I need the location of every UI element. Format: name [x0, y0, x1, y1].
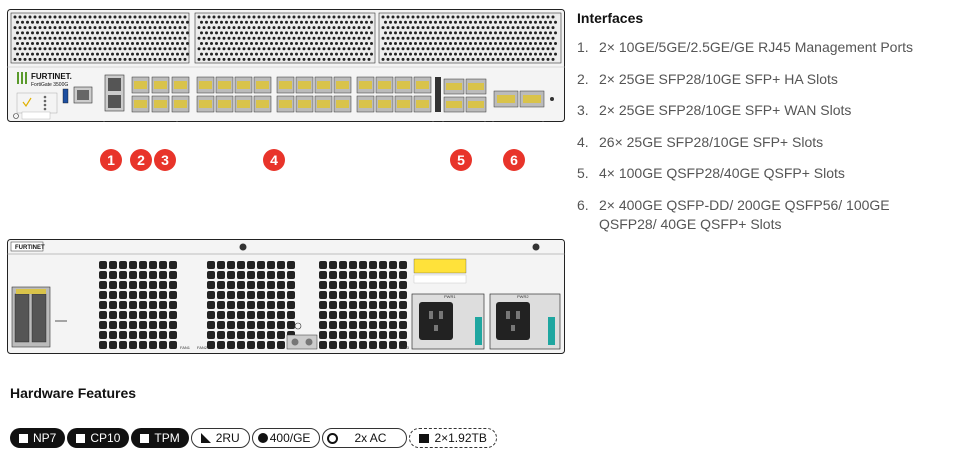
feature-pill-cp10: CP10 [67, 428, 130, 448]
feature-pill-np7: NP7 [10, 428, 66, 448]
psu-1: PWR1 [411, 293, 485, 350]
back-panel-image: FURTINET FAN1 FAN2 FAN3 PWR1 [7, 239, 565, 354]
rack-unit-triangle-icon [200, 433, 211, 443]
interfaces-heading: Interfaces [577, 10, 644, 26]
fan2-label: FAN2 [197, 345, 208, 350]
fan1-label: FAN1 [180, 345, 191, 350]
front-brand-text: FURTINET. [31, 72, 72, 81]
feature-pill-tpm: TPM [131, 428, 189, 448]
interface-item: 4.26× 25GE SFP28/10GE SFP+ Slots [577, 133, 824, 150]
psu-2: PWR2 [489, 293, 561, 350]
interface-item: 6.2× 400GE QSFP-DD/ 200GE QSFP56/ 100GE … [577, 196, 890, 232]
back-brand-text: FURTINET [15, 245, 45, 251]
callout-3: 3 [154, 149, 176, 171]
power-ring-icon [327, 432, 339, 444]
interface-item: 5.4× 100GE QSFP28/40GE QSFP+ Slots [577, 165, 845, 181]
fortinet-logo: FURTINET. FortiGate 3500G [17, 72, 72, 88]
feature-pill-storage: 2×1.92TB [409, 428, 497, 448]
front-panel-image: FURTINET. FortiGate 3500G [7, 9, 565, 122]
callout-4: 4 [263, 149, 285, 171]
hardware-features-pills: NP7 CP10 TPM 2RU 400/GE 2x AC 2×1.92TB [10, 428, 497, 448]
interfaces-list: 1.2× 10GE/5GE/2.5GE/GE RJ45 Management P… [577, 38, 949, 246]
hardware-features-heading: Hardware Features [10, 385, 137, 401]
interface-item: 1.2× 10GE/5GE/2.5GE/GE RJ45 Management P… [577, 39, 913, 55]
interface-item: 3.2× 25GE SFP28/10GE SFP+ WAN Slots [577, 102, 852, 118]
chip-square-icon [140, 433, 150, 443]
callout-6: 6 [503, 149, 525, 171]
port-speed-dot-icon [257, 433, 268, 443]
callout-2: 2 [130, 149, 152, 171]
front-model-text: FortiGate 3500G [31, 82, 68, 88]
feature-pill-2x-ac: 2x AC [322, 428, 408, 448]
callout-1: 1 [100, 149, 122, 171]
psu2-label: PWR2 [517, 294, 529, 299]
feature-pill-400ge: 400/GE [251, 428, 321, 448]
storage-drive-icon [419, 433, 430, 443]
callout-5: 5 [450, 149, 472, 171]
interface-item: 2.2× 25GE SFP28/10GE SFP+ HA Slots [577, 70, 838, 87]
feature-pill-2ru: 2RU [190, 428, 250, 448]
chip-square-icon [76, 433, 86, 443]
fan3-label: FAN3 [399, 345, 410, 350]
psu1-label: PWR1 [444, 294, 456, 299]
chip-square-icon [19, 433, 28, 443]
